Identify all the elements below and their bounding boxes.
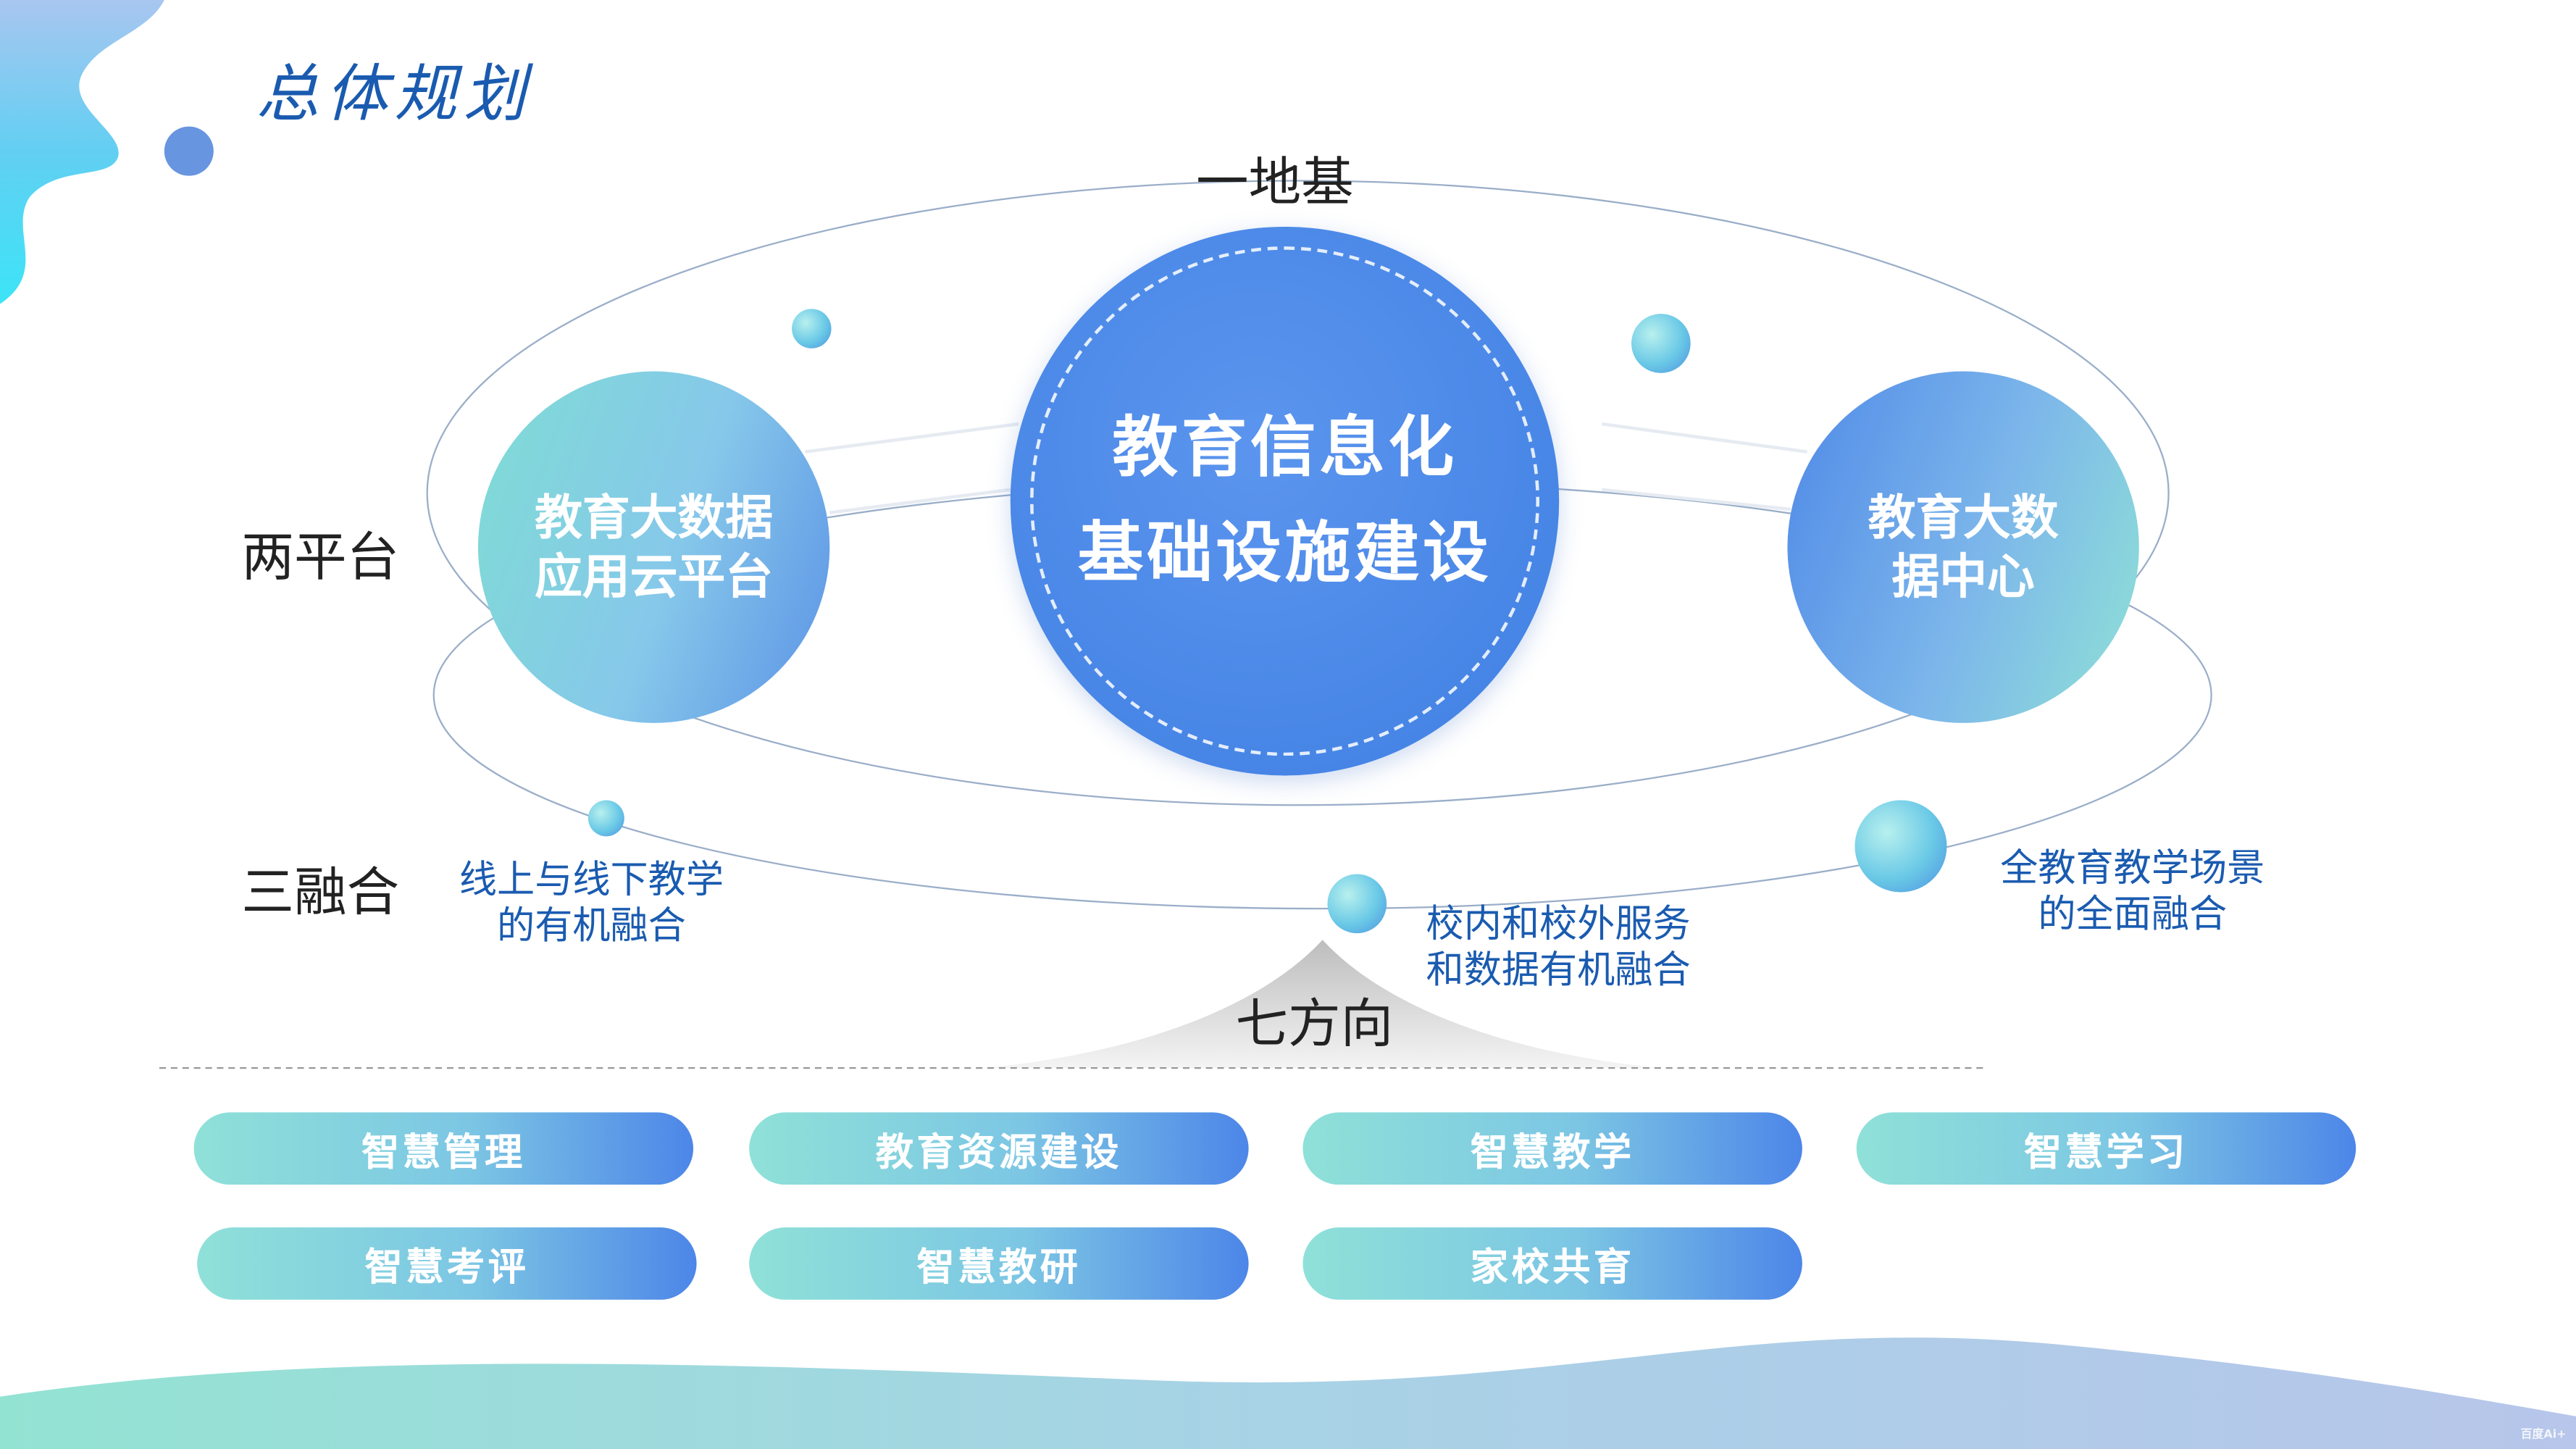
directions-mountain [985,940,1660,1069]
orbit-ball [1854,800,1947,893]
direction-pill: 智慧学习 [1856,1112,2357,1185]
title-dot [164,126,214,176]
data-center-circle: 教育大数 据中心 [1787,371,2139,723]
orbit-ball [1327,874,1387,934]
direction-pill: 家校共育 [1302,1227,1802,1300]
left-line-2: 应用云平台 [535,548,774,605]
dashed-ring [1029,246,1540,756]
corner-blob [0,0,164,304]
direction-pill: 智慧管理 [193,1112,694,1185]
page-title: 总体规划 [256,57,532,130]
fusion-item-3: 全教育教学场景 的全面融合 [1981,846,2283,938]
fusion-item-1: 线上与线下教学 的有机融合 [440,858,743,950]
direction-pill: 智慧考评 [197,1227,697,1300]
decor-ball [1631,314,1691,373]
left-line-1: 教育大数据 [535,489,774,546]
watermark-logo: 百度Ai+ [2520,1427,2567,1441]
orbit-ball [587,800,624,837]
fusion-3-line-1: 全教育教学场景 [2000,848,2265,891]
cloud-platform-circle: 教育大数据 应用云平台 [477,371,830,723]
fusions-label: 三融合 [241,861,400,924]
right-line-2: 据中心 [1891,548,2035,605]
fusion-item-2: 校内和校外服务 和数据有机融合 [1426,902,1691,994]
direction-pill: 智慧教研 [749,1227,1249,1300]
inner-orbit [426,180,2170,806]
direction-pill: 智慧教学 [1302,1112,1802,1185]
fusion-2-line-2: 和数据有机融合 [1426,949,1691,993]
foundation-label: 一地基 [1196,151,1354,214]
bottom-wave [0,1337,2576,1449]
fusion-1-line-2: 的有机融合 [497,905,686,948]
directions-label: 七方向 [1235,992,1394,1055]
direction-pill: 教育资源建设 [749,1112,1249,1185]
decor-ball [792,309,832,348]
infrastructure-circle: 教育信息化 基础设施建设 [1010,226,1560,776]
fusion-3-line-2: 的全面融合 [2038,893,2228,937]
right-line-1: 教育大数 [1868,489,2059,546]
fusion-1-line-1: 线上与线下教学 [459,859,724,903]
fusion-2-line-1: 校内和校外服务 [1426,903,1691,947]
platforms-label: 两平台 [241,525,400,588]
